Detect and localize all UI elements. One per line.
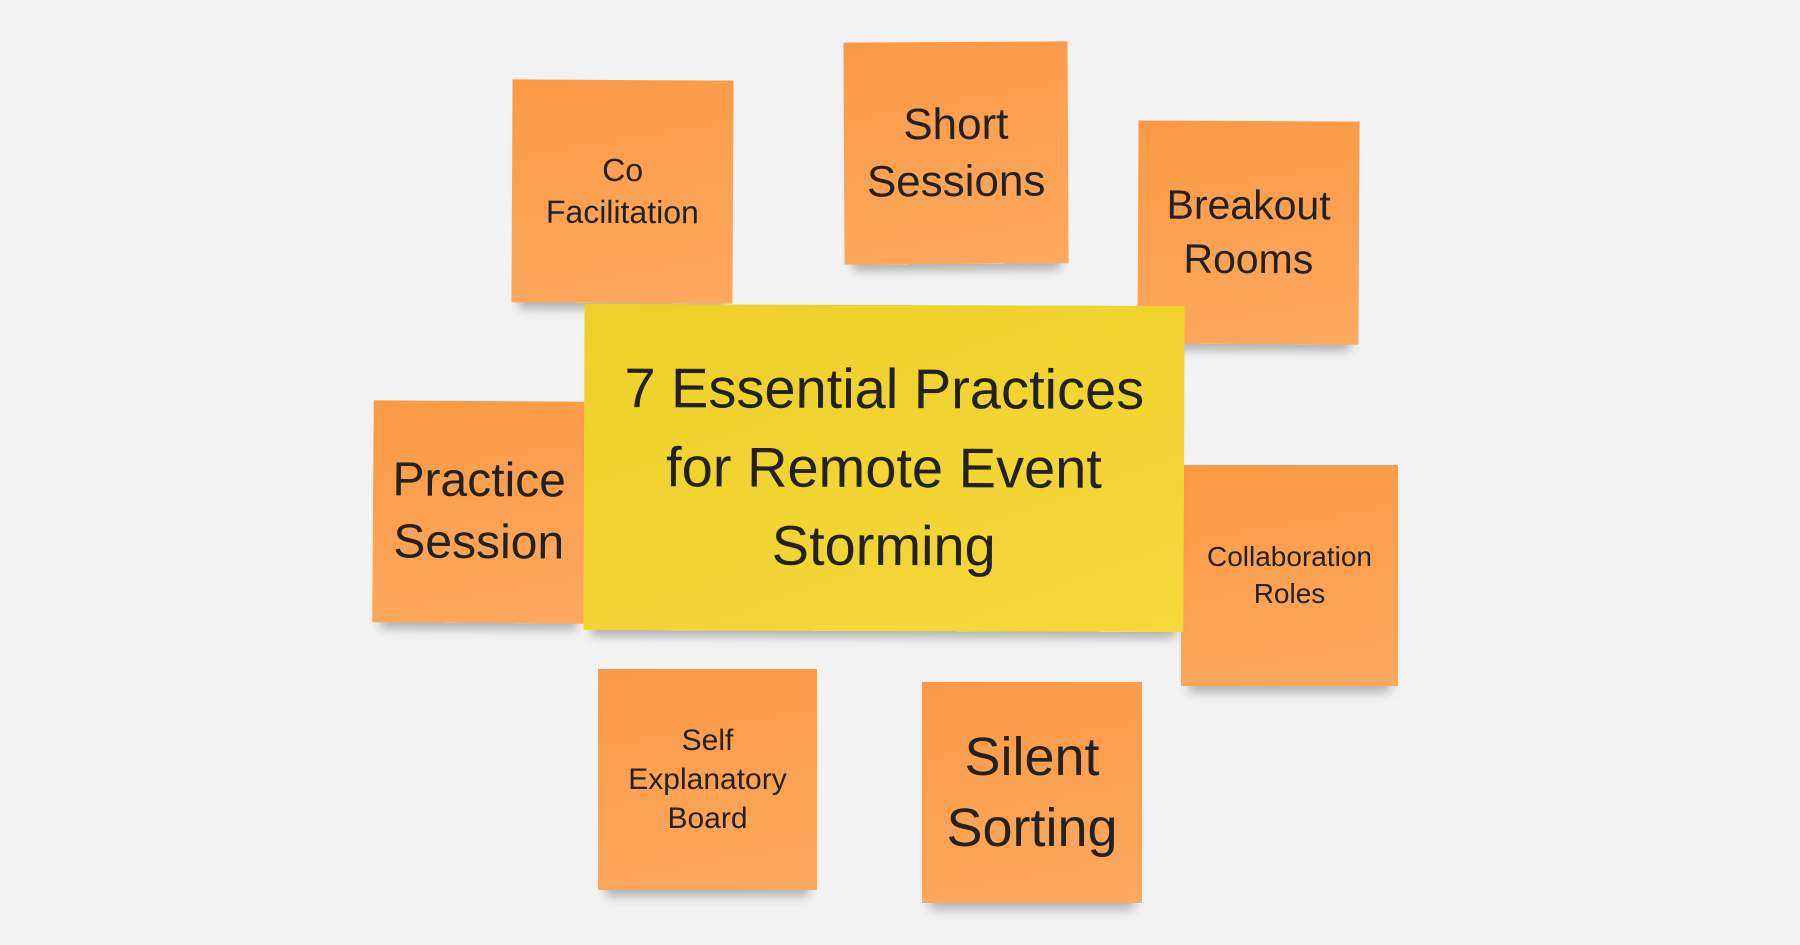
note-text: Practice Session — [392, 453, 567, 570]
note-text: Silent Sorting — [946, 727, 1118, 858]
note-text: Co Facilitation — [545, 151, 699, 230]
sticky-note-short-sessions[interactable]: Short Sessions — [843, 41, 1069, 265]
sticky-note-collaboration-roles[interactable]: Collaboration Roles — [1181, 465, 1398, 686]
note-text: Self Explanatory Board — [628, 724, 787, 835]
title-text: 7 Essential Practices for Remote Event S… — [624, 356, 1145, 578]
note-text: Breakout Rooms — [1166, 181, 1331, 282]
sticky-note-title[interactable]: 7 Essential Practices for Remote Event S… — [583, 303, 1185, 633]
note-text: Short Sessions — [866, 99, 1046, 207]
sticky-note-self-explanatory-board[interactable]: Self Explanatory Board — [598, 669, 817, 890]
sticky-note-silent-sorting[interactable]: Silent Sorting — [922, 682, 1142, 903]
sticky-note-co-facilitation[interactable]: Co Facilitation — [511, 79, 734, 304]
note-text: Collaboration Roles — [1207, 541, 1372, 609]
sticky-note-practice-session[interactable]: Practice Session — [372, 400, 586, 624]
